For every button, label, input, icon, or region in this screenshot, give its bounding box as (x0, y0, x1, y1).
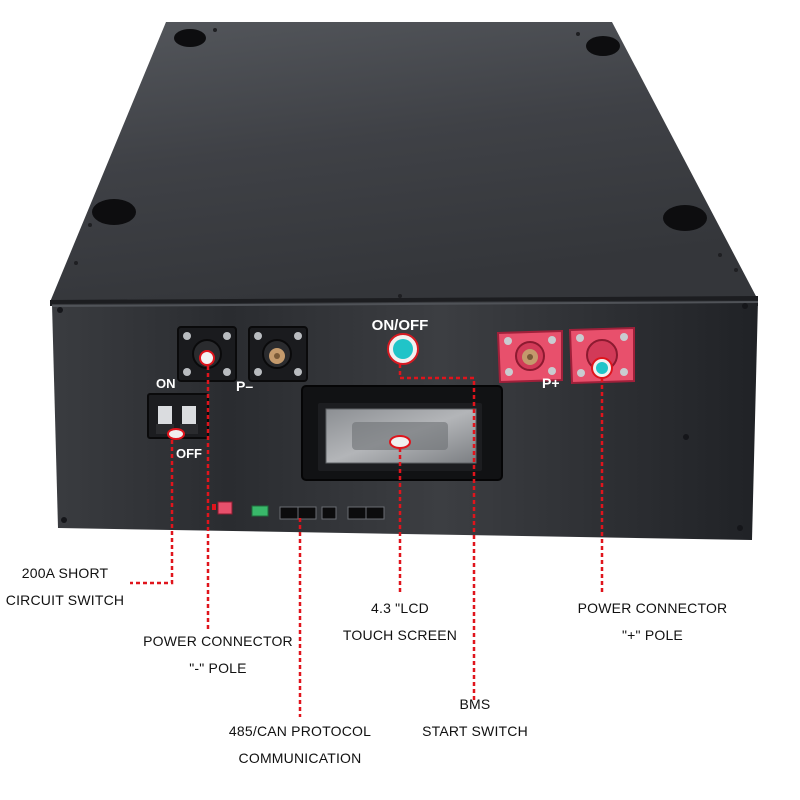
callout-bms-line2: START SWITCH (422, 723, 528, 739)
screw-icon (74, 261, 78, 265)
screw-icon (734, 268, 738, 272)
hole-icon (174, 29, 206, 47)
rj45-port-icon[interactable] (279, 506, 299, 520)
communication-ports (212, 501, 385, 520)
screw-icon (213, 28, 217, 32)
front-panel-top-edge (51, 301, 759, 307)
hole-icon (92, 199, 136, 225)
p-minus-label: P– (236, 378, 253, 394)
screw-icon (576, 334, 584, 342)
screw-icon (88, 223, 92, 227)
screw-icon (548, 336, 556, 344)
screw-icon (223, 368, 231, 376)
screw-icon (254, 368, 262, 376)
off-label: OFF (176, 446, 202, 461)
screw-icon (683, 434, 689, 440)
screw-icon (620, 368, 628, 376)
screw-icon (548, 367, 556, 375)
screw-icon (61, 517, 67, 523)
leader-short-switch (130, 440, 174, 585)
screw-icon (577, 369, 585, 377)
leader-bms (398, 364, 476, 700)
lid-holes (92, 29, 707, 231)
bms-start-button-cap (393, 339, 413, 359)
screw-icon (183, 368, 191, 376)
callout-short-switch: 200A SHORT CIRCUIT SWITCH (0, 560, 130, 614)
p-plus-label: P+ (542, 375, 560, 391)
screw-icon (294, 368, 302, 376)
screw-icon (57, 307, 63, 313)
screw-icon (223, 332, 231, 340)
callout-neg-pole-line1: POWER CONNECTOR (143, 633, 293, 649)
positive-connector (496, 329, 563, 384)
rj45-port-icon[interactable] (365, 506, 385, 520)
rj45-port-icon[interactable] (347, 506, 367, 520)
screw-icon (742, 303, 748, 309)
lcd-screen[interactable] (301, 385, 503, 481)
screw-icon (398, 294, 402, 298)
screw-icon (505, 368, 513, 376)
screw-icon (737, 525, 743, 531)
callout-pos-pole-line2: "+" POLE (622, 627, 683, 643)
circuit-breaker[interactable] (147, 393, 209, 440)
callout-bms: BMS START SWITCH (405, 691, 545, 745)
on-label: ON (156, 376, 176, 391)
negative-connector (177, 326, 237, 382)
leader-lines (130, 364, 604, 717)
callout-pos-pole-line1: POWER CONNECTOR (577, 600, 728, 616)
on-off-label: ON/OFF (372, 317, 429, 334)
callout-short-switch-line2: CIRCUIT SWITCH (5, 592, 125, 608)
screw-icon (576, 32, 580, 36)
callout-short-switch-line1: 200A SHORT (21, 565, 109, 581)
positive-connector-2 (568, 326, 635, 385)
callout-neg-pole-line2: "-" POLE (189, 660, 247, 676)
callout-neg-pole: POWER CONNECTOR "-" POLE (128, 628, 308, 682)
screw-icon (620, 333, 628, 341)
callout-comm-line1: 485/CAN PROTOCOL (228, 723, 372, 739)
callout-lcd: 4.3 "LCD TOUCH SCREEN (320, 595, 480, 649)
hole-icon (586, 36, 620, 56)
rj45-port-icon[interactable] (297, 506, 317, 520)
hole-icon (663, 205, 707, 231)
screw-icon (183, 332, 191, 340)
callout-bms-line1: BMS (459, 696, 491, 712)
screw-icon (504, 337, 512, 345)
terminal-block-icon (251, 505, 269, 517)
callout-lcd-line1: 4.3 "LCD (371, 600, 429, 616)
callout-comm: 485/CAN PROTOCOL COMMUNICATION (205, 718, 395, 772)
callout-pos-pole: POWER CONNECTOR "+" POLE (560, 595, 745, 649)
negative-connector-2 (248, 326, 308, 382)
lid-screws (74, 28, 738, 298)
front-screws (57, 303, 748, 531)
screw-icon (254, 332, 262, 340)
callout-comm-line2: COMMUNICATION (238, 750, 362, 766)
rj45-port-icon[interactable] (321, 506, 337, 520)
callout-lcd-line2: TOUCH SCREEN (342, 627, 458, 643)
screw-icon (294, 332, 302, 340)
screw-icon (718, 253, 722, 257)
top-lid (50, 22, 758, 302)
